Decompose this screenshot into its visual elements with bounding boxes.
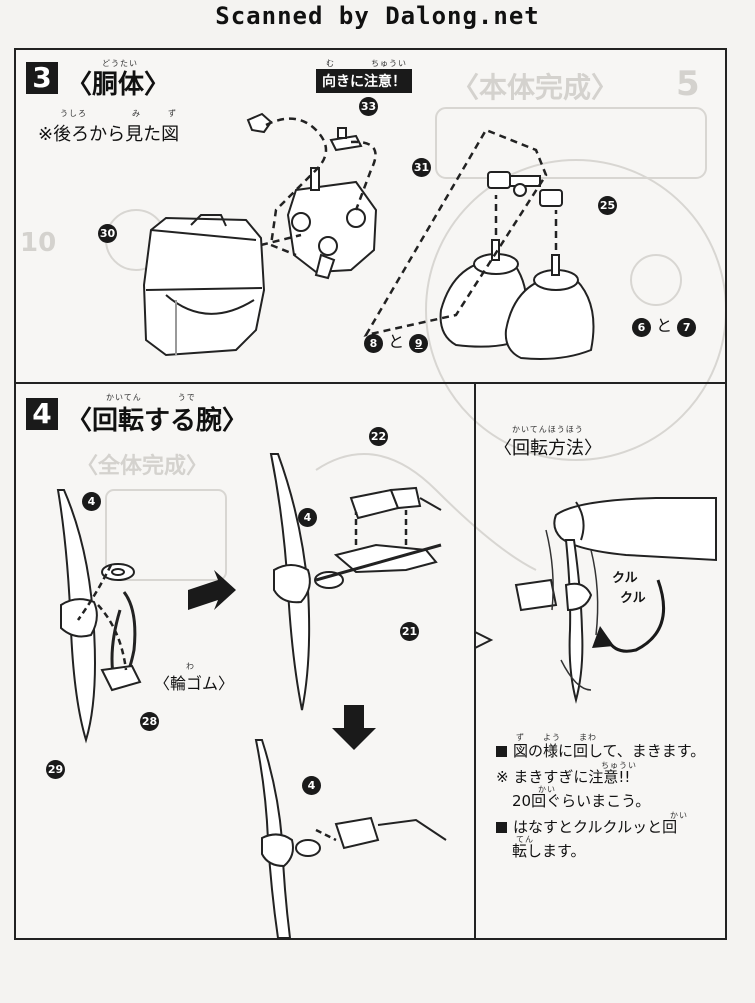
method-title: 〈回転方法〉 xyxy=(494,438,602,459)
inst3b-ruby: てん xyxy=(516,835,534,844)
legs-right-join: と xyxy=(656,316,673,335)
part-4-badge-bottom: 4 xyxy=(302,776,321,795)
part-29-badge: 29 xyxy=(46,760,65,779)
part-4-badge-left: 4 xyxy=(82,492,101,511)
section-divider-horizontal xyxy=(16,382,725,384)
part-30-badge: 30 xyxy=(98,224,117,243)
inst3a-ruby: かい xyxy=(670,811,688,820)
leg-parts-left xyxy=(439,239,528,348)
inst2b-ruby: かい xyxy=(538,785,556,794)
ghost-heading-1: 〈本体完成〉 xyxy=(451,71,620,104)
leg-parts-right xyxy=(504,254,595,360)
section-divider-vertical xyxy=(474,384,476,938)
warning-ruby: む ちゅうい xyxy=(326,59,407,68)
rubber-band-label: 〈輪ゴム〉 xyxy=(154,674,235,693)
torso-body-part-31 xyxy=(286,167,378,280)
legs-right-label: 6 と 7 xyxy=(632,312,697,337)
finger-illustration xyxy=(553,497,717,562)
spin-sfx-1: クル xyxy=(612,571,638,586)
part-4-badge-middle: 4 xyxy=(298,508,317,527)
part-7-badge: 7 xyxy=(677,318,697,337)
connector-part-25 xyxy=(487,171,563,207)
inst2a-ruby: ちゅうい xyxy=(601,761,637,770)
curved-arrow-head xyxy=(592,626,614,648)
assembly-guides-step3 xyxy=(260,117,558,337)
arrow-right xyxy=(188,570,236,610)
washer-part-4-left xyxy=(101,563,135,581)
orientation-warning: 向きに注意！ xyxy=(316,69,412,93)
base-part-28 xyxy=(100,664,142,692)
part-21-badge: 21 xyxy=(400,622,419,641)
instruction-3-text: はなすとクルクルッと回 xyxy=(513,818,678,836)
bullet-square xyxy=(496,746,507,757)
step-3-note-ruby: うしろ み ず xyxy=(60,109,177,118)
instruction-1: 図の様に回して、まきます。 xyxy=(496,740,705,762)
instruction-2b: 20回ぐらいまこう。 xyxy=(512,792,651,810)
part-33-badge: 33 xyxy=(359,97,378,116)
ghost-step-10: 10 xyxy=(20,228,57,258)
step-4-title: 〈回転する腕〉 xyxy=(66,406,249,436)
small-part-33 xyxy=(246,112,363,152)
arrow-down xyxy=(332,705,376,750)
part-28-badge: 28 xyxy=(140,712,159,731)
step-4-number: 4 xyxy=(26,398,58,430)
step-3-title-ruby: どうたい xyxy=(102,59,138,68)
part-25-badge: 25 xyxy=(598,196,617,215)
illustration-layer xyxy=(56,107,725,938)
ghost-step-5: 5 xyxy=(676,64,700,104)
assembly-guides-step4 xyxy=(76,510,408,842)
instruction-2a: ※ まきすぎに注意!! xyxy=(496,768,631,786)
motor-part-22 xyxy=(349,486,442,520)
instruction-3: はなすとクルクルッと回 xyxy=(496,816,677,838)
instruction-1-text: 図の様に回して、まきます。 xyxy=(513,742,706,760)
spin-sfx-2: クル xyxy=(620,591,646,606)
part-31-badge: 31 xyxy=(412,158,431,177)
part-9-badge: 9 xyxy=(409,334,429,353)
propeller-middle xyxy=(269,453,344,711)
part-8-badge: 8 xyxy=(364,334,383,353)
part-22-badge: 22 xyxy=(369,427,388,446)
torso-cap-part-30 xyxy=(142,214,266,357)
motion-lines xyxy=(545,529,599,691)
sidebar-notch xyxy=(474,631,494,649)
instruction-sheet: 〈本体完成〉 5 〈全体完成〉 10 xyxy=(14,48,727,940)
rubber-band-ruby: わ xyxy=(186,662,195,671)
legs-left-join: と xyxy=(388,332,405,351)
method-title-ruby: かいてんほうほう xyxy=(512,425,584,434)
shaft-part-21 xyxy=(315,543,442,582)
step-3-number: 3 xyxy=(26,62,58,94)
step-3-note: ※後ろから見た図 xyxy=(38,124,180,145)
propeller-spin xyxy=(514,539,593,704)
step-4-title-ruby: かいてん うで xyxy=(106,393,196,402)
step-3-title: 〈胴体〉 xyxy=(66,70,171,100)
legs-left-label: 8 と 9 xyxy=(364,328,429,353)
inst1-ruby: ず よう まわ xyxy=(516,733,597,742)
instruction-3-cont: 転します。 xyxy=(512,842,586,860)
part-6-badge: 6 xyxy=(632,318,651,337)
curved-arrow xyxy=(606,579,666,653)
bullet-square xyxy=(496,822,507,833)
ghost-heading-2: 〈全体完成〉 xyxy=(76,454,209,479)
scan-banner: Scanned by Dalong.net xyxy=(215,2,540,30)
propeller-bottom xyxy=(254,739,447,938)
